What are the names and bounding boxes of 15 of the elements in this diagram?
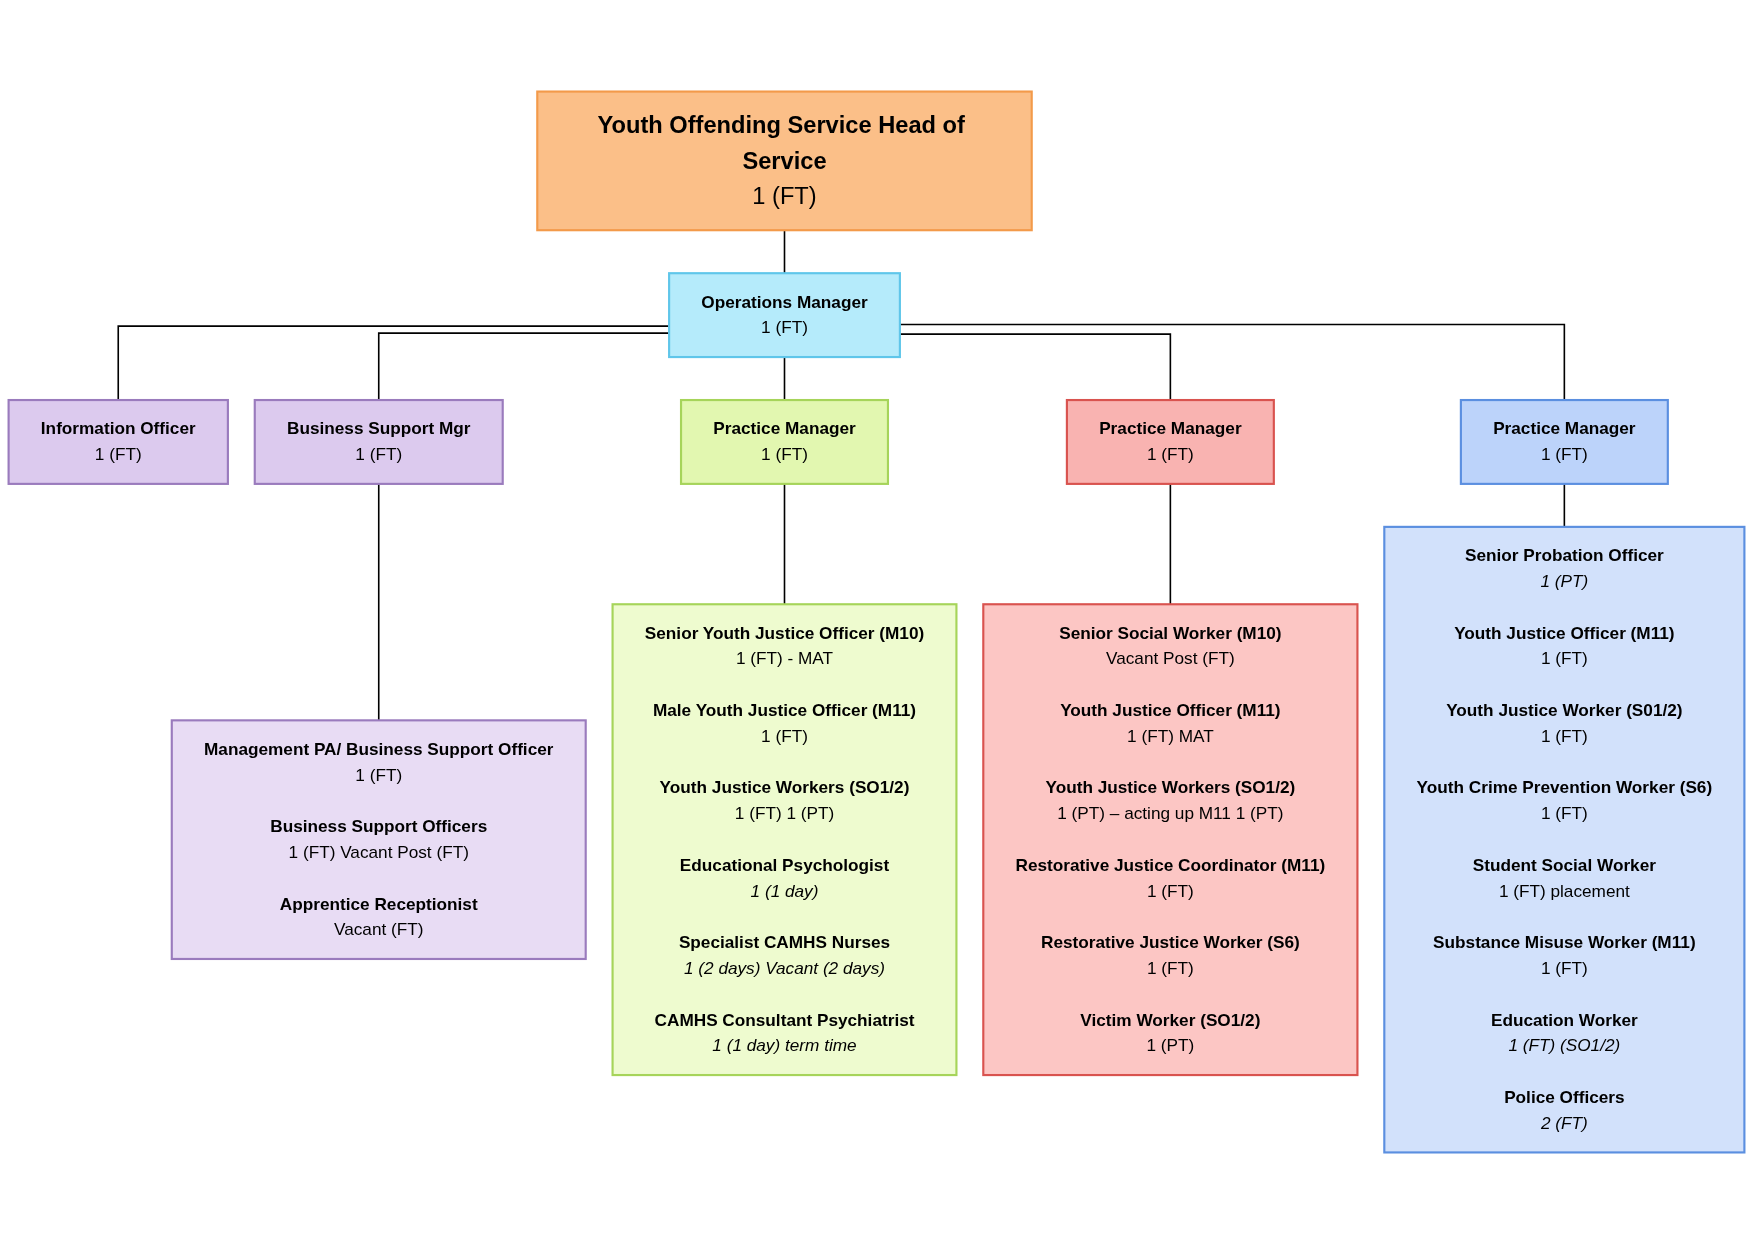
node-box: Senior Probation Officer 1 (PT) Youth Justice Officer (M11) 1 (FT) Youth Justice Worker (S01/2) 1 (FT) Youth Crime Prevention Worker (S6) 1 (FT) Student Social Worker 1 (FT) placement Substance Misuse Worker (M11) 1 (FT) Education Worker 1 (FT) (SO1/2) Police Officers 2 (FT) bbox=[1383, 525, 1746, 1154]
connector bbox=[117, 325, 670, 401]
node-box: Practice Manager 1 (FT) bbox=[679, 398, 890, 485]
node-box: Information Officer 1 (FT) bbox=[7, 398, 229, 485]
connector bbox=[377, 332, 670, 401]
connector bbox=[899, 323, 1566, 401]
node-box: Senior Social Worker (M10) Vacant Post (FT) Youth Justice Officer (M11) 1 (FT) MAT Youth Justice Workers (SO1/2) 1 (PT) – acting up M11 1 (PT) Restorative Justice Coordinator (M11) 1 (FT) Restorative Justice Worker (S6) 1 (FT) Victim Worker (SO1/2) 1 (PT) bbox=[982, 603, 1359, 1077]
node-box: Youth Offending Service Head of Service 1 (FT) bbox=[536, 90, 1033, 232]
node-box: Operations Manager 1 (FT) bbox=[668, 272, 901, 359]
node-box: Business Support Mgr 1 (FT) bbox=[253, 398, 504, 485]
connector bbox=[899, 333, 1172, 401]
node-box: Management PA/ Business Support Officer 1 (FT) Business Support Officers 1 (FT) Vacant Post (FT) Apprentice Receptionist Vacant (FT) bbox=[170, 719, 587, 961]
node-box: Practice Manager 1 (FT) bbox=[1459, 398, 1669, 485]
node-box: Senior Youth Justice Officer (M10) 1 (FT) - MAT Male Youth Justice Officer (M11) 1 (FT) Youth Justice Workers (SO1/2) 1 (FT) 1 (PT) Educational Psychologist 1 (1 day) Specialist CAMHS Nurses 1 (2 days) Vacant (2 days) CAMHS Consultant Psychiatrist 1 (1 day) term time bbox=[611, 603, 958, 1077]
node-box: Practice Manager 1 (FT) bbox=[1065, 398, 1275, 485]
